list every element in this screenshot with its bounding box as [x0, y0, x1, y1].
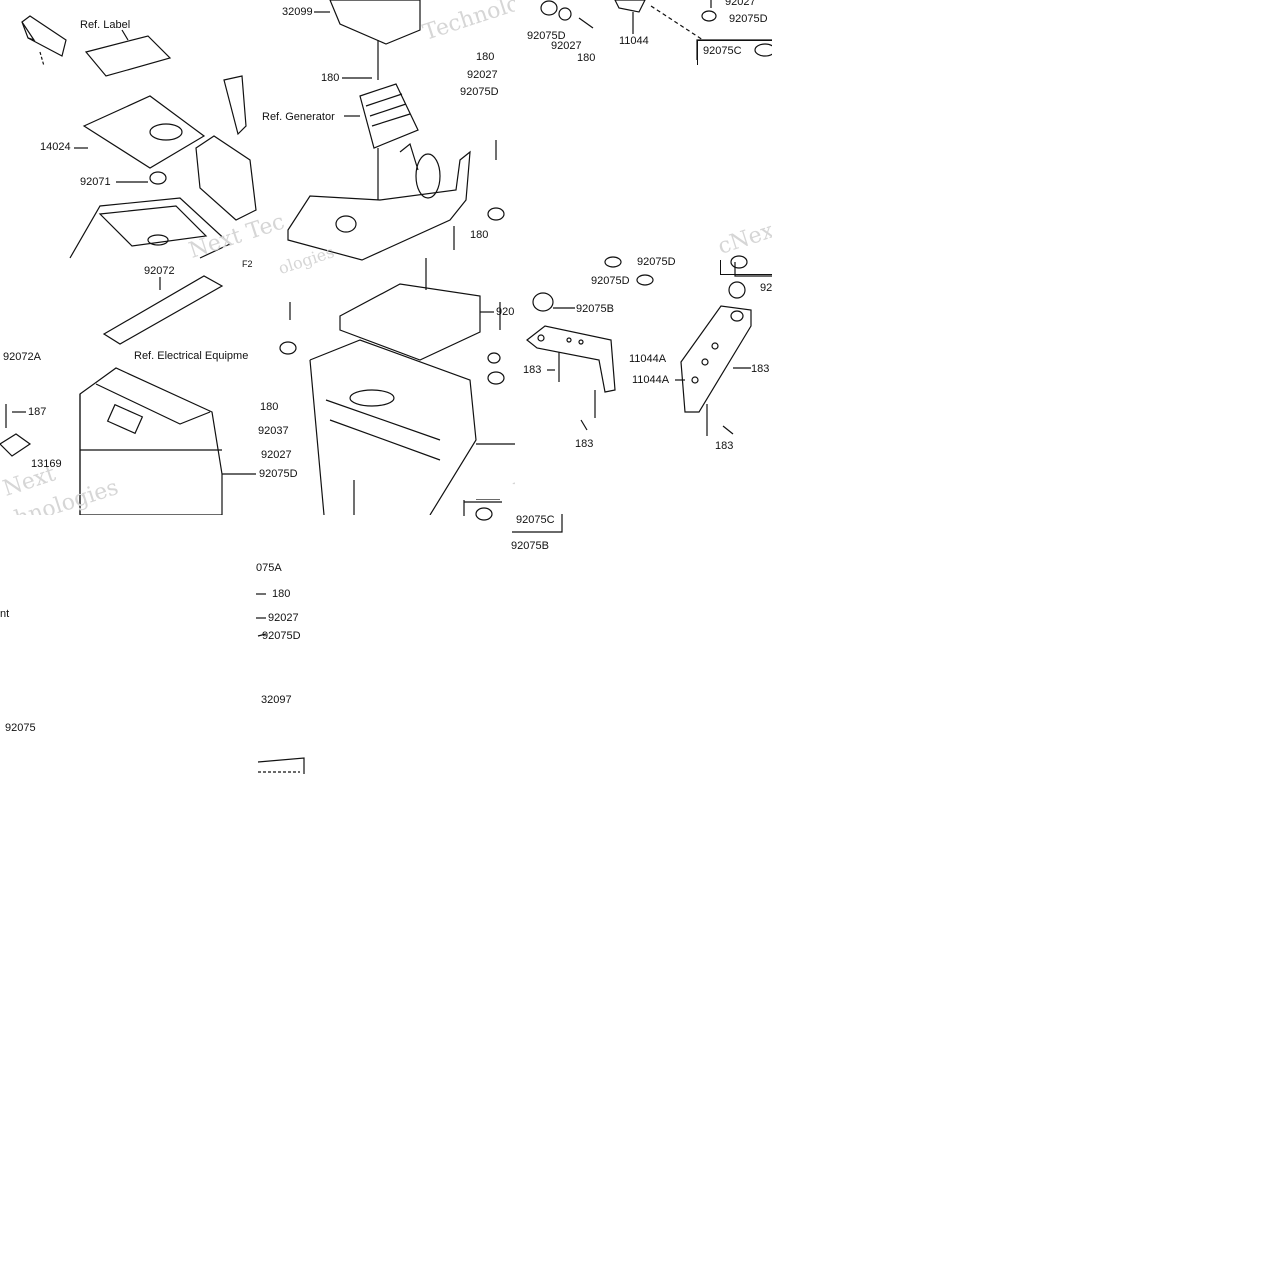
- part-label: nt: [0, 608, 10, 620]
- part-label: 187: [28, 406, 47, 418]
- part-label: 92027: [725, 0, 756, 8]
- part-label: 92075C: [516, 514, 555, 526]
- part-label: 11044: [619, 35, 649, 47]
- part-label: 13169: [31, 458, 62, 470]
- part-label: 92075D: [591, 275, 630, 287]
- part-label: 92075B: [576, 303, 614, 315]
- label-plate: [84, 35, 172, 77]
- part-label: 11044A: [632, 374, 670, 386]
- part-label: Ref. Generator: [262, 111, 335, 123]
- diagram-tile-lower: 075A 180 nt 92027 92075D 32097 92075: [0, 556, 310, 776]
- callout-box: [697, 40, 772, 65]
- part-label: 11044A: [629, 353, 667, 365]
- part-label: 075A: [256, 562, 282, 574]
- part-label: 920: [496, 306, 515, 318]
- part-label: F2: [242, 259, 253, 269]
- callout-box: [720, 260, 772, 275]
- diagram-linework: [0, 0, 515, 515]
- part-label: 180: [260, 401, 279, 413]
- part-label: 92027: [268, 612, 299, 624]
- part-label: Ref. Label: [80, 19, 131, 31]
- part-label: 180: [470, 229, 489, 241]
- part-label: 180: [577, 52, 596, 64]
- part-label: 183: [523, 364, 542, 376]
- part-label: 92027: [467, 69, 498, 81]
- diagram-linework: [256, 593, 305, 774]
- part-label: 92075D: [637, 256, 676, 268]
- part-label: 180: [476, 51, 495, 63]
- part-label: 180: [272, 588, 291, 600]
- part-label: 92072: [144, 265, 175, 277]
- part-label: 92075D: [259, 468, 298, 480]
- part-label: 92072A: [3, 351, 41, 363]
- part-label: 92075D: [729, 13, 768, 25]
- part-label: 92027: [551, 40, 582, 52]
- part-label: 92075: [5, 722, 36, 734]
- part-label: 92: [760, 282, 772, 294]
- part-label: 183: [575, 438, 594, 450]
- part-label: 92075C: [703, 45, 742, 57]
- diagram-tile-fragment: 92075C 92075B: [462, 500, 564, 558]
- diagram-linework: [463, 500, 563, 533]
- part-label: 92075D: [460, 86, 499, 98]
- part-label: 32097: [261, 694, 292, 706]
- part-label: 183: [715, 440, 734, 452]
- front-arrow-icon: [21, 15, 67, 67]
- part-label: 92071: [80, 176, 111, 188]
- part-label: 14024: [40, 141, 71, 153]
- part-label: 92027: [261, 449, 292, 461]
- part-label: 92075D: [262, 630, 301, 642]
- part-label: 180: [321, 72, 340, 84]
- part-label: 32099: [282, 6, 313, 18]
- part-label: 92075D: [527, 30, 566, 42]
- part-label: Ref. Electrical Equipme: [134, 350, 249, 362]
- diagram-tile-brackets: cNext 92075D 92027 180 11044 92027 92075…: [515, 0, 772, 462]
- diagram-tile-main: Technologies Next Tec ologies Next chnol…: [0, 0, 515, 515]
- part-label: 92075B: [511, 540, 549, 552]
- part-label: 183: [751, 363, 770, 375]
- part-label: 92037: [258, 425, 289, 437]
